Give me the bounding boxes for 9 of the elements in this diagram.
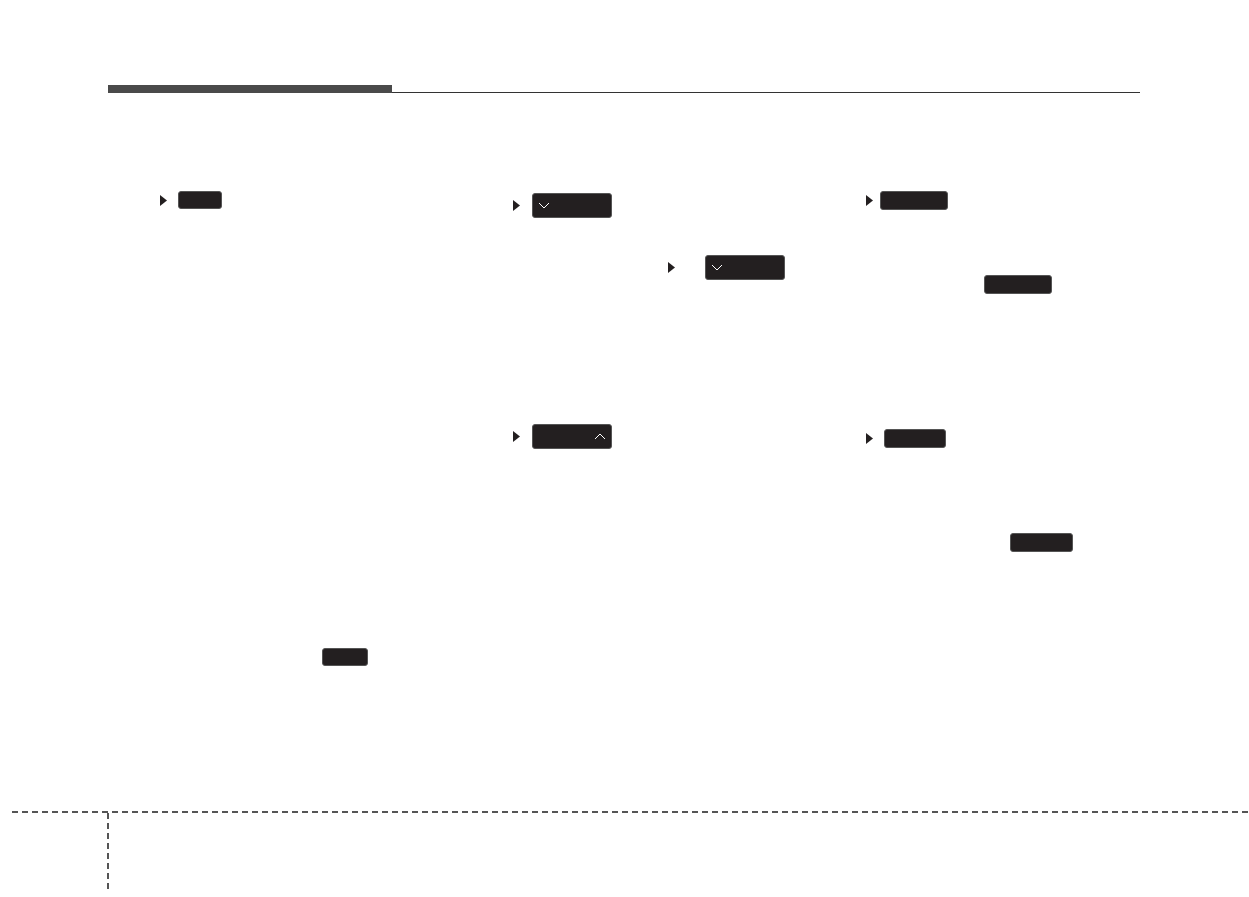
key-button-symbol <box>884 429 946 448</box>
key-button-symbol <box>705 255 785 280</box>
key-button-symbol <box>322 648 368 666</box>
key-button-symbol <box>532 424 612 449</box>
key-button-symbol <box>880 191 948 210</box>
key-button-symbol <box>984 275 1052 294</box>
key-button-symbol <box>178 191 222 209</box>
key-button-symbol <box>1010 533 1073 552</box>
key-button-symbol <box>532 193 612 218</box>
